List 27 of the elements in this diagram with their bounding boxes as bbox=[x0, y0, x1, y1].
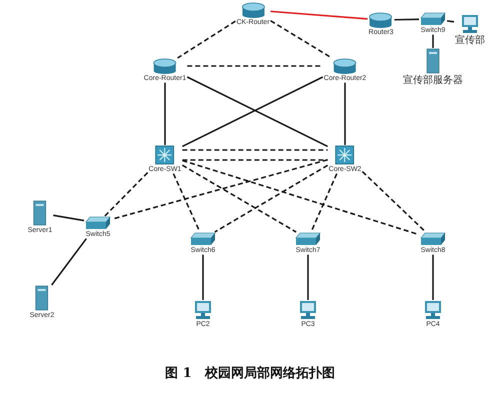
dashed-link bbox=[182, 164, 296, 233]
dashed-link bbox=[362, 170, 426, 233]
link-line bbox=[446, 20, 454, 23]
dashed-link bbox=[182, 160, 420, 236]
dashed-link bbox=[182, 149, 328, 151]
link-line bbox=[164, 82, 166, 145]
link-line bbox=[344, 82, 346, 145]
dashed-link bbox=[187, 65, 323, 67]
figure-caption: 图 1 校园网局部网络拓扑图 bbox=[164, 364, 336, 382]
dashed-link bbox=[112, 159, 328, 220]
dashed-link bbox=[104, 172, 148, 217]
dashed-link bbox=[214, 164, 328, 233]
device-label: 宣传部服务器 bbox=[403, 75, 463, 86]
link-line bbox=[307, 254, 309, 300]
dashed-link bbox=[310, 173, 338, 232]
link-line bbox=[202, 254, 204, 300]
dashed-link bbox=[172, 173, 201, 232]
dashed-link bbox=[270, 20, 332, 59]
link-line bbox=[394, 18, 420, 21]
device-label: 宣传部 bbox=[455, 35, 485, 46]
link-line bbox=[432, 254, 434, 300]
dashed-link bbox=[177, 20, 236, 59]
link-line bbox=[432, 34, 434, 48]
dashed-link bbox=[182, 159, 328, 161]
link-line bbox=[53, 214, 84, 222]
link-line bbox=[51, 238, 87, 286]
link-line bbox=[270, 10, 368, 20]
